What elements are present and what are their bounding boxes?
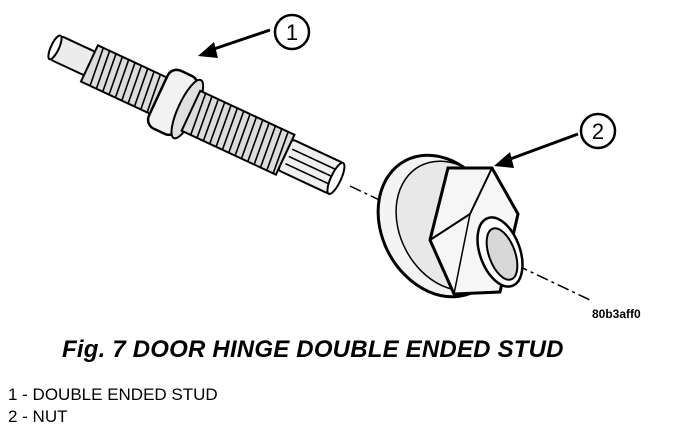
legend-item: 1 - DOUBLE ENDED STUD xyxy=(8,385,218,404)
callout-1-number: 1 xyxy=(286,20,298,45)
callout-2-number: 2 xyxy=(592,119,604,144)
figure-title: Fig. 7 DOOR HINGE DOUBLE ENDED STUD xyxy=(62,336,564,363)
stud-and-nut-illustration: 1 2 80b3aff0 xyxy=(47,13,641,321)
legend-item: 2 - NUT xyxy=(8,407,68,426)
figure-code: 80b3aff0 xyxy=(592,307,641,321)
legend: 1 - DOUBLE ENDED STUD 2 - NUT xyxy=(8,384,218,428)
double-ended-stud xyxy=(47,34,346,195)
flanged-hex-nut xyxy=(376,153,524,299)
callout-1: 1 xyxy=(198,13,311,58)
callout-2: 2 xyxy=(494,112,617,168)
